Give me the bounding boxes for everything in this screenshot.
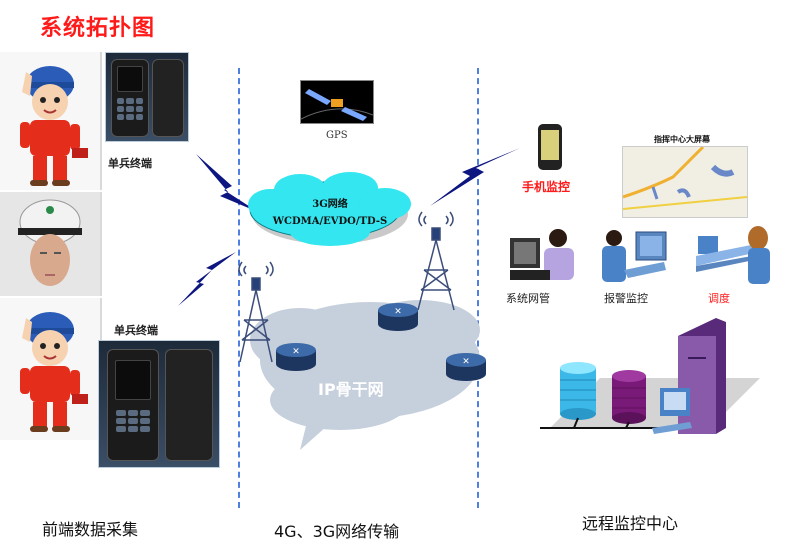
section-label-front-end: 前端数据采集 (42, 520, 139, 539)
system-admin-operator-icon (506, 226, 586, 286)
svg-text:✕: ✕ (394, 307, 402, 317)
dispatch-label: 调度 (708, 292, 730, 305)
3g-network-title: 3G网络 (312, 199, 348, 210)
section-divider-left (238, 68, 240, 508)
svg-text:✕: ✕ (462, 357, 470, 367)
terminal-back (165, 349, 213, 461)
mobile-monitor-label: 手机监控 (522, 180, 571, 194)
gps-label: GPS (326, 130, 348, 141)
data-center-illustration (520, 318, 780, 438)
ip-backbone-cloud (250, 300, 480, 450)
section-label-network: 4G、3G网络传输 (274, 522, 400, 541)
terminal-label-2: 单兵终端 (114, 324, 158, 337)
alarm-monitor-operator-icon (600, 226, 670, 286)
3g-standards: WCDMA/EVDO/TD-S (272, 216, 388, 227)
database-cyan-icon (560, 362, 596, 429)
mobile-phone-icon (538, 124, 562, 170)
terminal-front (107, 349, 159, 461)
worker-cartoon-1 (0, 52, 102, 190)
lightning-icon (196, 154, 258, 212)
lightning-icon (430, 148, 520, 206)
diagram-title: 系统拓扑图 (40, 16, 156, 41)
router-icon: ✕ (446, 353, 486, 381)
svg-text:✕: ✕ (292, 347, 300, 357)
alarm-monitor-label: 报警监控 (604, 292, 648, 305)
cell-tower-icon (417, 211, 455, 311)
lightning-icon (178, 252, 236, 306)
dispatch-operator-icon (696, 226, 776, 286)
terminal-device-image-1 (105, 52, 189, 142)
3g-network-cloud (248, 172, 411, 246)
router-icon: ✕ (276, 343, 316, 371)
server-tower-icon (678, 318, 726, 434)
command-center-map (622, 146, 748, 218)
terminal-device-image-2 (98, 340, 220, 468)
system-mgmt-label: 系统网管 (506, 292, 550, 305)
worker-helmet-photo (0, 192, 102, 296)
terminal-back (152, 59, 184, 137)
workstation-icon (652, 388, 692, 434)
section-label-remote: 远程监控中心 (582, 514, 679, 533)
big-screen-title: 指挥中心大屏幕 (654, 135, 710, 144)
ip-backbone-label: IP骨干网 (318, 380, 384, 399)
terminal-front (111, 59, 149, 137)
terminal-label-1: 单兵终端 (108, 157, 152, 170)
section-divider-right (477, 68, 479, 508)
router-icon: ✕ (378, 303, 418, 331)
cell-tower-icon (238, 261, 274, 363)
worker-cartoon-2 (0, 298, 102, 440)
gps-satellite-image (300, 80, 374, 124)
3g-cloud-label: 3G网络 WCDMA/EVDO/TD-S (260, 195, 400, 227)
database-purple-icon (612, 370, 646, 429)
